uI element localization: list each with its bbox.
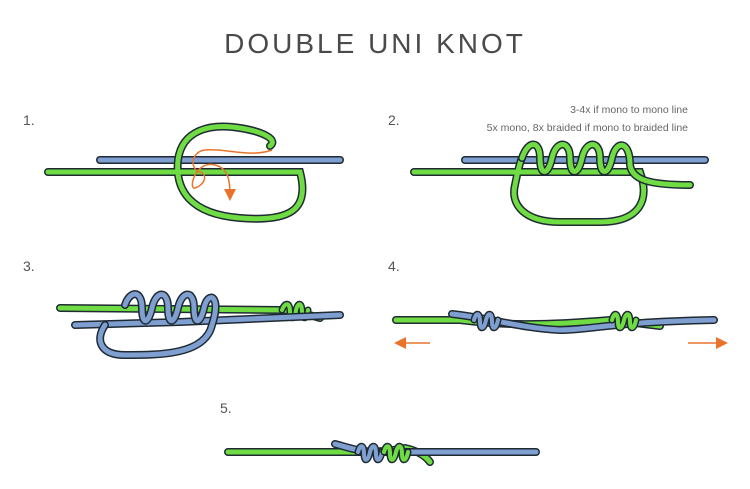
step-2-illustration — [410, 140, 709, 226]
step-3-illustration — [56, 290, 344, 360]
wrap-count-note-mono: 3-4x if mono to mono line — [570, 104, 688, 116]
wrap-count-note-braided: 5x mono, 8x braided if mono to braided l… — [486, 122, 688, 134]
step-5-number: 5. — [220, 400, 232, 416]
page-title: DOUBLE UNI KNOT — [224, 28, 526, 59]
step-4-illustration — [392, 310, 728, 349]
step-5-illustration — [224, 440, 540, 466]
step-4-number: 4. — [388, 258, 400, 274]
step-3-number: 3. — [23, 258, 35, 274]
step-1-number: 1. — [23, 112, 35, 128]
step-1-illustration — [44, 122, 344, 223]
step-2-number: 2. — [388, 112, 400, 128]
